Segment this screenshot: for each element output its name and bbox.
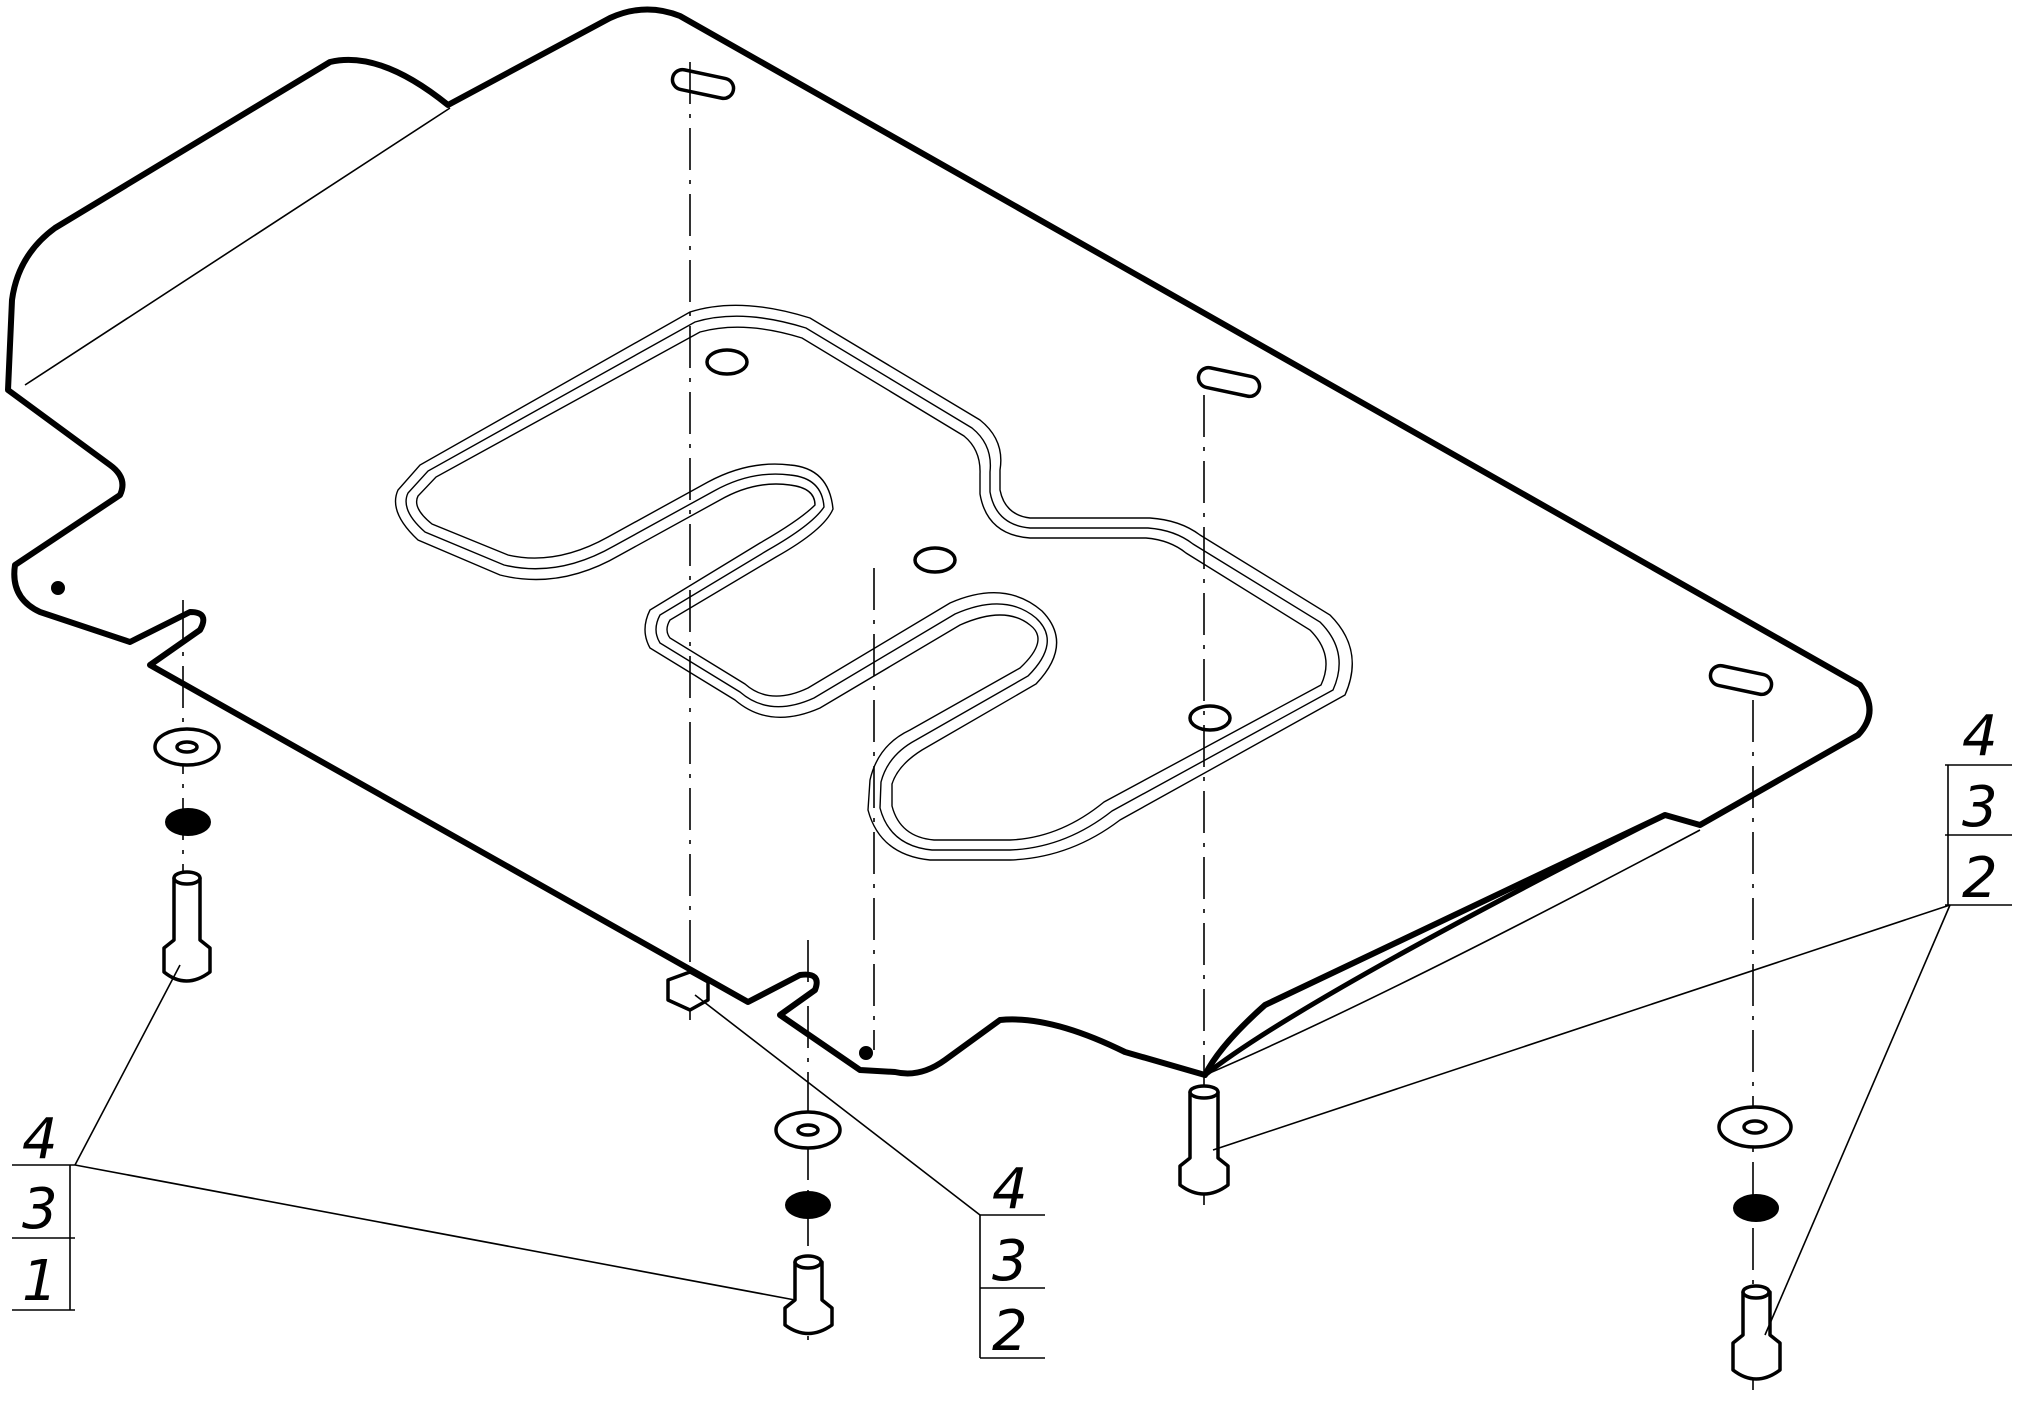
callout-left-line-3: 1 [22, 1249, 58, 1314]
callout-left-line-1: 4 [22, 1107, 58, 1172]
slot-right [1196, 365, 1262, 399]
callout-center: 4 3 2 [979, 1157, 1045, 1364]
fastener-stack-center [774, 1110, 842, 1336]
washer-left-hole [175, 740, 199, 754]
slot-top [670, 67, 736, 101]
fastener-stack-front [1178, 1084, 1230, 1196]
leader-left-b [74, 1164, 796, 1301]
corner-dot-bottom [859, 1046, 873, 1060]
callout-right-line-2: 3 [1962, 775, 1998, 840]
callout-left: 4 3 1 [12, 1107, 75, 1314]
bolt-front-head-top [1188, 1084, 1220, 1100]
front-lip-fold [1204, 829, 1701, 1076]
callout-right-line-1: 4 [1962, 704, 1998, 769]
bolt-left [162, 871, 212, 983]
skid-plate [5, 6, 1873, 1078]
callout-left-line-2: 3 [22, 1177, 58, 1242]
plate-outline [5, 6, 1873, 1078]
washer-center-hole [796, 1123, 820, 1137]
slot-front [1708, 663, 1774, 697]
nut-center-top [666, 970, 710, 1012]
callout-right: 4 3 2 [1945, 704, 2012, 911]
washer-right-hole [1742, 1119, 1768, 1135]
stiffening-rib [394, 304, 1353, 861]
bolt-left-head-top [172, 870, 202, 886]
lock-washer-right [1733, 1194, 1779, 1222]
leader-left-a [74, 964, 181, 1166]
hole-rib-right [1188, 704, 1232, 732]
rib-mid-line [405, 315, 1340, 851]
fastener-center-top [666, 970, 710, 1012]
lock-washer-left [165, 808, 211, 836]
callout-center-line-1: 4 [992, 1157, 1028, 1222]
leader-center [694, 994, 981, 1216]
fastener-stack-left [153, 727, 221, 983]
bolt-right [1731, 1285, 1782, 1381]
corner-dot-left [51, 581, 65, 595]
hole-rib-top [705, 348, 749, 376]
plate-fold-line [24, 107, 451, 386]
leader-lines [74, 904, 1951, 1336]
callout-right-line-3: 2 [1962, 846, 1998, 911]
front-lip-edge [1202, 812, 1668, 1078]
lock-washer-center [785, 1191, 831, 1219]
bolt-center-head-top [793, 1254, 823, 1270]
fastener-stack-right [1717, 1105, 1793, 1381]
bolt-front [1178, 1085, 1230, 1196]
leader-right-b [1764, 904, 1951, 1336]
bolt-right-head-top [1741, 1284, 1771, 1300]
rib-inner-line [415, 326, 1327, 841]
callout-center-line-3: 2 [992, 1299, 1028, 1364]
leader-right-a [1212, 904, 1951, 1151]
plate-holes [670, 67, 1774, 732]
callout-center-line-2: 3 [992, 1229, 1028, 1294]
hole-center [913, 546, 957, 574]
rib-outer-line [394, 304, 1353, 861]
